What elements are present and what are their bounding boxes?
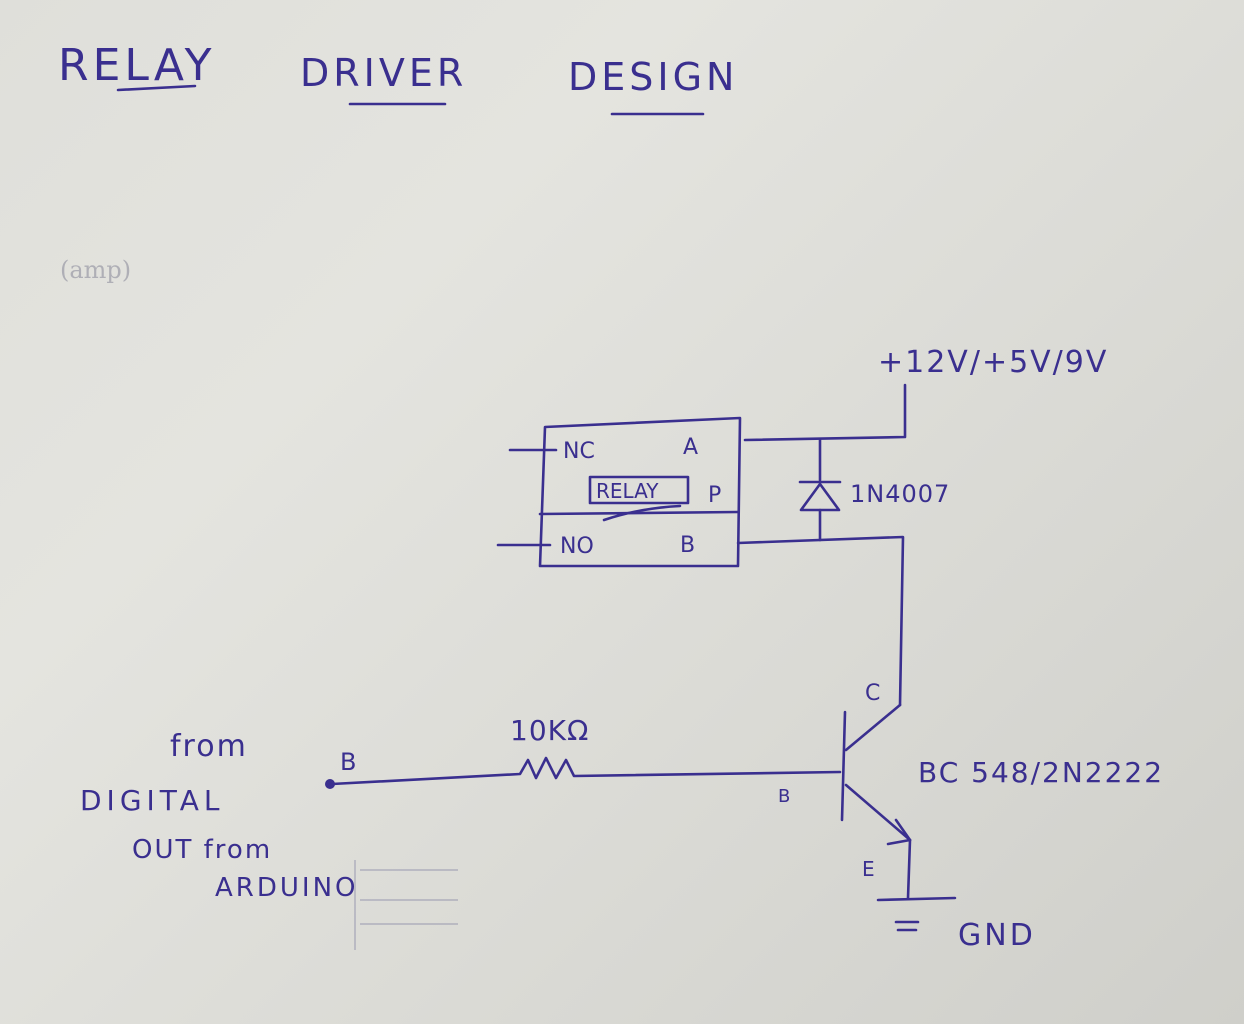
transistor-emitter [844,783,912,842]
title: RELAY DRIVER DESIGN [58,40,738,116]
input-out-from: OUT from [132,835,272,865]
input-node [325,779,335,789]
relay-block: RELAY NC NO A B P [496,416,742,568]
transistor-collector [844,703,902,752]
transistor-base-bar [840,710,847,822]
relay-outline [538,416,742,568]
diode-part: 1N4007 [850,480,950,508]
input-from: from [170,729,248,764]
ground-label: GND [958,918,1036,953]
collector-wire [736,535,905,707]
title-relay: RELAY [58,40,215,91]
transistor-base-label: B [778,786,790,807]
supply-wire [743,383,907,442]
relay-label-box [588,475,690,505]
diode-triangle [799,482,841,512]
transistor-collector-label: C [865,681,880,706]
ground-wire [906,838,912,900]
faint-note: (amp) [60,256,131,284]
relay-terminal-b: B [680,533,695,558]
relay-terminal-a: A [683,435,698,460]
title-design: DESIGN [568,55,738,99]
title-driver: DRIVER [300,51,467,95]
input-node-label: B [340,748,356,776]
ground-symbol [876,896,957,932]
paper-bleed-marks [354,860,458,950]
relay-no: NO [560,534,594,559]
transistor-emitter-label: E [862,857,875,881]
transistor: C B E BC 548/2N2222 [778,681,1164,881]
input-description: from DIGITAL OUT from ARDUINO [80,729,358,903]
diode: 1N4007 [798,438,950,542]
supply-label: +12V/+5V/9V [878,345,1108,380]
input-arduino: ARDUINO [215,873,358,903]
input-digital: DIGITAL [80,784,224,817]
ground-line-1 [876,896,957,902]
relay-divider [538,510,740,516]
relay-terminal-p: P [708,483,721,508]
resistor-value: 10KΩ [510,714,589,747]
base-wire-with-resistor [330,756,842,786]
transistor-part: BC 548/2N2222 [918,756,1164,789]
relay-label: RELAY [596,479,659,503]
relay-label-underline [602,504,682,522]
title-underline-relay [116,84,197,92]
relay-nc: NC [563,439,595,464]
